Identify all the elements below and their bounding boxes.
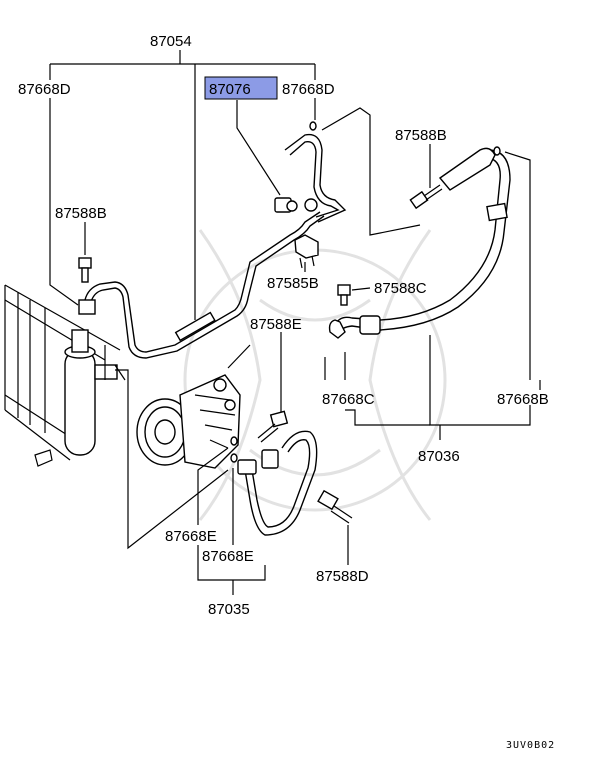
label-87585B[interactable]: 87585B xyxy=(267,275,319,292)
label-87588E[interactable]: 87588E xyxy=(250,316,302,333)
discharge-hose xyxy=(230,430,318,536)
bolt-87588B-right xyxy=(409,184,443,210)
bolt-87588C xyxy=(337,284,351,306)
label-87668C[interactable]: 87668C xyxy=(322,391,375,408)
label-87054[interactable]: 87054 xyxy=(150,33,192,50)
label-87668D-right[interactable]: 87668D xyxy=(282,81,335,98)
label-87588B-left[interactable]: 87588B xyxy=(55,205,107,222)
label-87076[interactable]: 87076 xyxy=(209,81,251,98)
label-87668B[interactable]: 87668B xyxy=(497,391,549,408)
label-87588B-right[interactable]: 87588B xyxy=(395,127,447,144)
leader-lines xyxy=(49,50,541,595)
label-87668E-b[interactable]: 87668E xyxy=(202,548,254,565)
ac-compressor xyxy=(136,374,241,469)
label-87588D[interactable]: 87588D xyxy=(316,568,369,585)
diagram-code: 3UV0B02 xyxy=(506,740,555,751)
bolt-87588B-left xyxy=(78,257,92,283)
label-87668E-a[interactable]: 87668E xyxy=(165,528,217,545)
label-87668D-left[interactable]: 87668D xyxy=(18,81,71,98)
bolt-87588E xyxy=(257,410,289,443)
part-highlight-box xyxy=(204,76,278,100)
suction-hose xyxy=(328,146,511,339)
label-87588C[interactable]: 87588C xyxy=(374,280,427,297)
label-87035[interactable]: 87035 xyxy=(208,601,250,618)
condenser-assembly xyxy=(4,284,126,467)
label-87036[interactable]: 87036 xyxy=(418,448,460,465)
suction-pipe-upper xyxy=(274,121,347,269)
bolt-87588D xyxy=(317,489,353,524)
